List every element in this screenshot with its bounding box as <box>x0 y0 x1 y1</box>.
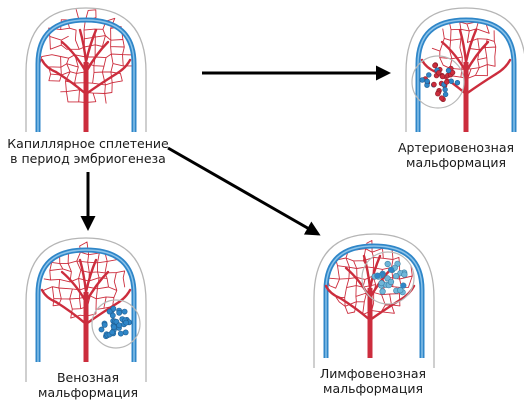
artery-branch <box>84 270 110 304</box>
malformation-vessel <box>106 308 113 315</box>
vein-highlight <box>37 19 135 132</box>
malformation-vessel <box>432 62 438 69</box>
malformation-vessel <box>123 319 129 326</box>
malformation-vessel <box>454 79 461 86</box>
malformation-vessel <box>397 287 404 294</box>
lymphatic-cluster <box>371 260 408 296</box>
malformation-vessel <box>378 279 385 287</box>
malformation-vessel <box>400 282 407 289</box>
finger-outline <box>313 233 435 368</box>
artery-branch <box>114 288 132 306</box>
arteriovenous-panel <box>405 7 524 132</box>
malformation-vessel <box>384 260 391 268</box>
finger-outline <box>405 7 524 132</box>
malformation-vessel <box>379 288 386 295</box>
artery-branch <box>324 284 342 300</box>
malformation-vessel <box>111 324 117 330</box>
artery-branch <box>84 28 98 64</box>
artery-branch <box>84 302 118 326</box>
artery-branch <box>84 40 110 74</box>
finger-outline <box>25 237 147 382</box>
malformation-vessel <box>436 70 442 76</box>
vein-highlight <box>37 249 135 362</box>
malformation-vessel <box>110 305 117 312</box>
artery-branch <box>368 298 402 322</box>
malformation-highlight-circle <box>91 299 141 349</box>
malformation-highlight-circle <box>411 55 465 109</box>
finger-outline <box>25 7 147 132</box>
malformation-vessel <box>438 95 445 101</box>
malformation-vessel <box>374 272 381 279</box>
artery-branch <box>54 300 88 326</box>
artery-branch <box>54 70 88 96</box>
label-line: Капиллярное сплетение <box>7 136 169 151</box>
malformation-vessel <box>419 77 425 83</box>
artery-branch <box>40 288 58 304</box>
artery-branch <box>84 72 118 96</box>
malformation-vessel <box>101 322 108 328</box>
vein-highlight <box>325 245 423 358</box>
malformation-vessel <box>401 271 408 278</box>
venous-cluster <box>98 305 132 340</box>
label-line: Венозная <box>56 370 120 385</box>
label-lymphovenous: Лимфовенозная мальформация <box>300 366 446 396</box>
malformation-vessel <box>442 91 449 98</box>
av-shunt-cluster <box>419 62 461 103</box>
malformation-highlight-circle <box>361 251 415 305</box>
malformation-vessel <box>439 73 446 80</box>
artery-branch <box>60 40 88 74</box>
malformation-vessel <box>121 308 128 315</box>
malformation-vessel <box>98 326 105 333</box>
malformation-vessel <box>431 81 437 88</box>
artery-branch <box>494 58 512 76</box>
label-line: Артериовенозная <box>397 140 515 155</box>
capillary-plexus-panel <box>25 7 147 132</box>
artery-branch <box>78 258 88 294</box>
venous-malformation-panel <box>25 237 147 382</box>
artery-tree <box>40 258 132 362</box>
arrow-to-lymphovenous <box>167 146 321 236</box>
malformation-vessel <box>435 90 441 97</box>
malformation-vessel <box>424 78 430 85</box>
artery-tree <box>40 28 132 132</box>
malformation-vessel <box>445 67 452 74</box>
label-capillary-plexus: Капиллярное сплетение в период эмбриоген… <box>4 136 172 166</box>
vein-highlight <box>417 19 515 132</box>
malformation-vessel <box>109 312 116 319</box>
artery-branch <box>78 28 88 64</box>
artery-branch <box>440 40 468 74</box>
artery-branch <box>368 254 382 290</box>
malformation-vessel <box>122 329 129 336</box>
label-line: в период эмбриогенеза <box>10 151 166 166</box>
malformation-vessel <box>116 322 123 329</box>
artery-tree <box>420 28 512 132</box>
artery-branch <box>464 28 478 64</box>
label-venous: Венозная мальформация <box>28 370 148 400</box>
artery-branch <box>464 40 490 74</box>
artery-branch <box>84 258 98 294</box>
malformation-vessel <box>448 78 454 84</box>
lymphovenous-malformation-panel <box>313 233 435 368</box>
malformation-vessel <box>392 272 400 280</box>
artery-branch <box>60 270 88 304</box>
label-line: Лимфовенозная <box>319 366 427 381</box>
malformation-vessel <box>426 72 432 78</box>
artery-branch <box>464 72 498 96</box>
artery-branch <box>338 296 372 322</box>
malformation-vessel <box>109 329 116 336</box>
malformation-vessel <box>117 330 124 337</box>
label-arteriovenous: Артериовенозная мальформация <box>392 140 520 170</box>
malformation-vessel <box>387 278 395 286</box>
artery-branch <box>40 58 58 74</box>
label-line: мальформация <box>406 155 506 170</box>
label-line: мальформация <box>38 385 138 400</box>
malformation-vessel <box>116 309 123 316</box>
malformation-vessel <box>442 86 448 93</box>
malformation-vessel <box>387 266 395 273</box>
label-line: мальформация <box>323 381 423 396</box>
artery-branch <box>114 58 132 76</box>
malformation-vessel <box>443 79 450 85</box>
